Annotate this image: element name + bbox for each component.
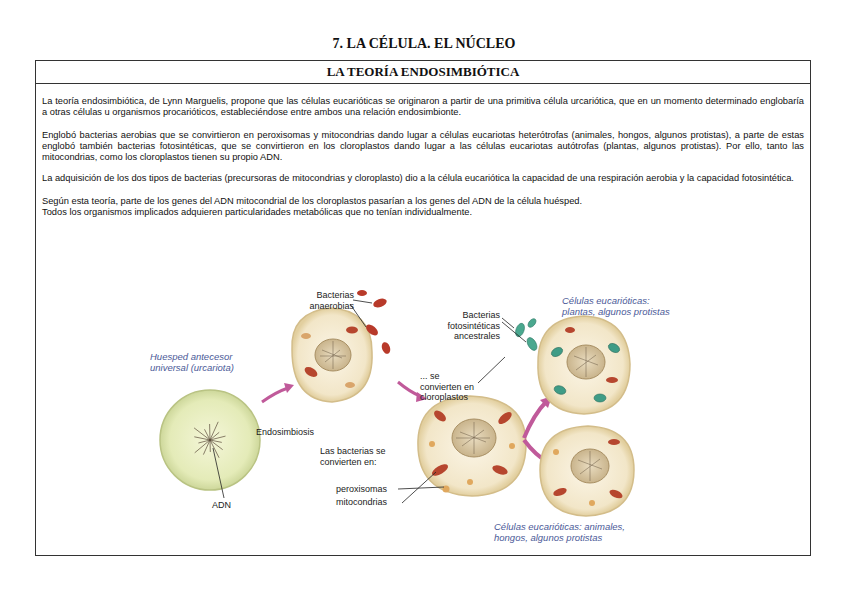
figure-label: Bacterias fotosintéticas ancestrales — [430, 310, 500, 342]
heterotroph-precursor-cell — [418, 396, 526, 496]
figure-label: ADN — [212, 500, 242, 511]
panel-heading: LA TEORÍA ENDOSIMBIÓTICA — [36, 61, 810, 84]
figure-label: mitocondrias — [336, 497, 398, 508]
figure-label: peroxisomas — [336, 484, 398, 495]
host-cell — [160, 390, 260, 498]
figure-label: Huesped antecesor universal (urcariota) — [150, 352, 270, 373]
figure-label: Las bacterias se convierten en: — [320, 446, 396, 467]
paragraph: La teoría endosimbiótica, de Lynn Margue… — [42, 96, 804, 118]
figure-label: Endosimbiosis — [256, 427, 326, 438]
animal-cell — [540, 426, 634, 516]
plant-cell — [538, 316, 630, 414]
text-panel: LA TEORÍA ENDOSIMBIÓTICA La teoría endosi… — [35, 60, 811, 556]
engulfing-cell — [292, 308, 372, 402]
arrow — [262, 388, 288, 402]
paragraph: Según esta teoría, parte de los genes de… — [42, 196, 804, 207]
anaerobic-bacteria — [357, 290, 392, 355]
page-title: 7. LA CÉLULA. EL NÚCLEO — [0, 36, 848, 52]
figure-label: ... se convierten en cloroplastos — [420, 371, 482, 403]
figure-label: Células eucarióticas: plantas, algunos p… — [562, 296, 682, 317]
paragraph: Todos los organismos implicados adquiere… — [42, 207, 804, 218]
figure-label: Bacterias anaerobias — [296, 290, 354, 311]
paragraph: Englobó bacterias aerobias que se convir… — [42, 130, 804, 163]
paragraph: La adquisición de los dos tipos de bacte… — [42, 173, 804, 184]
figure-label: Células eucarióticas: animales, hongos, … — [494, 522, 634, 543]
